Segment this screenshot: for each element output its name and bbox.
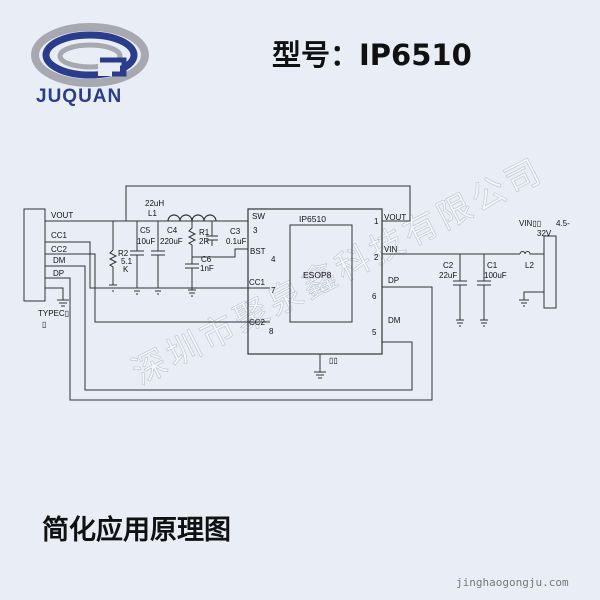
c1-ref: C1 xyxy=(487,261,498,270)
pin-num-3: 3 xyxy=(253,226,258,235)
c5-ref: C5 xyxy=(140,226,151,235)
pin-num-8: 8 xyxy=(269,327,274,336)
c4-ref: C4 xyxy=(167,226,178,235)
vout-loop-wire xyxy=(125,185,411,222)
c6-value: 1nF xyxy=(200,264,214,273)
c3-ref: C3 xyxy=(230,227,241,236)
c2-value: 22uF xyxy=(439,271,457,280)
typec-pin-cc1: CC1 xyxy=(51,231,68,240)
pin-num-6: 6 xyxy=(372,292,377,301)
c1-value: 100uF xyxy=(484,271,507,280)
c2-ref: C2 xyxy=(443,261,454,270)
vin-input-range: 4.5- xyxy=(556,219,570,228)
pin-name-vout: VOUT xyxy=(384,213,406,222)
brand-name: JUQUAN xyxy=(36,86,123,107)
ic-name: IP6510 xyxy=(299,214,326,224)
resistor-icon xyxy=(187,221,197,264)
typec-pin-cc2: CC2 xyxy=(51,245,68,254)
site-watermark: jinghaogongju.com xyxy=(456,576,569,589)
r1-ref: R1 xyxy=(199,228,210,237)
pin-name-sw: SW xyxy=(252,212,265,221)
typec-label: TYPEC▯ xyxy=(38,309,69,318)
c5-value: 10uF xyxy=(137,237,155,246)
c6-ref: C6 xyxy=(201,255,212,264)
r2-unit: K xyxy=(123,265,129,274)
typec-pin-dm: DM xyxy=(53,256,66,265)
pin-name-vin: VIN xyxy=(384,245,398,254)
pin-name-dm: DM xyxy=(388,316,401,325)
pin-num-1: 1 xyxy=(374,217,379,226)
bst-wire xyxy=(192,248,248,258)
l1-ref: L1 xyxy=(148,209,157,218)
l2-ref: L2 xyxy=(525,261,534,270)
ic-thermal-pad xyxy=(289,224,353,323)
r2-ref: R2 xyxy=(118,249,129,258)
c4-value: 220uF xyxy=(160,237,183,246)
c3-value: 0.1uF xyxy=(226,237,247,246)
juquan-logo-icon xyxy=(31,23,149,87)
capacitor-icon xyxy=(151,221,165,295)
r2-value: 5.1 xyxy=(121,257,133,266)
pin-num-5: 5 xyxy=(372,328,377,337)
resistor-icon xyxy=(108,221,118,292)
l1-value: 22uH xyxy=(145,199,164,208)
typec-connector-icon xyxy=(23,208,46,302)
pin-num-4: 4 xyxy=(271,255,276,264)
vin-input-range-2: 32V xyxy=(537,229,552,238)
typec-label-2: ▯ xyxy=(42,320,46,329)
typec-pin-vout: VOUT xyxy=(51,211,73,220)
ground-icon xyxy=(519,291,544,307)
typec-pin-dp: DP xyxy=(53,269,64,278)
pin-name-bst: BST xyxy=(250,247,266,256)
ic-gnd-mark: ▯▯ xyxy=(329,356,338,365)
capacitor-icon xyxy=(453,254,467,327)
ic-body xyxy=(247,208,383,355)
inductor-icon xyxy=(167,214,248,222)
typec-wires xyxy=(45,220,433,401)
model-title: 型号：IP6510 xyxy=(272,38,472,72)
footer-caption: 简化应用原理图 xyxy=(42,515,231,546)
capacitor-icon xyxy=(477,254,491,327)
capacitor-icon xyxy=(130,221,144,295)
pin-num-7: 7 xyxy=(271,286,276,295)
vin-input-label: VIN▯▯ xyxy=(519,219,541,228)
ground-icon xyxy=(314,354,326,379)
connector-icon xyxy=(543,235,557,309)
capacitor-icon xyxy=(185,263,199,297)
r1-value: 2R xyxy=(199,237,209,246)
inductor-icon xyxy=(519,251,544,255)
pin-name-cc2: CC2 xyxy=(249,318,266,327)
pin-num-2: 2 xyxy=(374,253,379,262)
pin-name-cc1: CC1 xyxy=(249,278,266,287)
ic-package: ESOP8 xyxy=(303,270,332,280)
capacitor-icon xyxy=(206,221,218,246)
pin-name-dp: DP xyxy=(388,276,399,285)
